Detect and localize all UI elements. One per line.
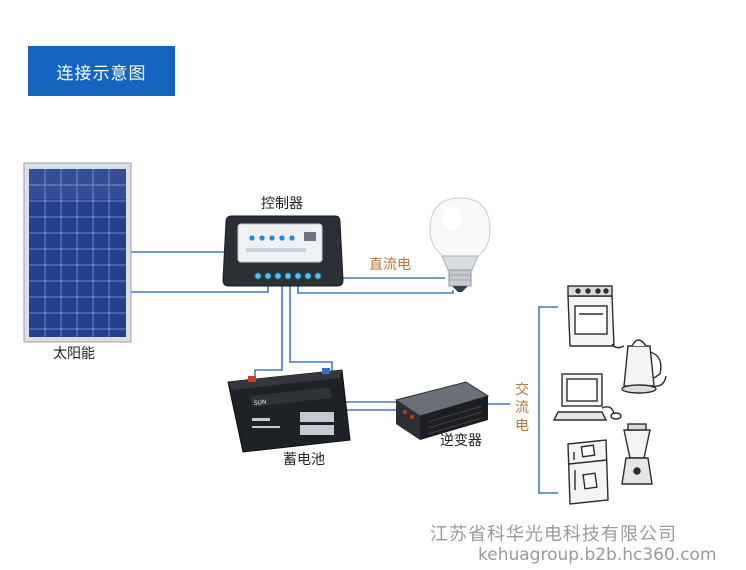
fridge-icon xyxy=(567,439,609,505)
blender-icon xyxy=(621,423,653,485)
wire-controller-battery-1 xyxy=(254,285,283,378)
svg-text:SUN: SUN xyxy=(253,399,266,407)
computer-icon xyxy=(552,373,622,421)
controller-icon xyxy=(222,215,344,287)
wires xyxy=(128,251,558,494)
inverter-label: 逆变器 xyxy=(440,433,482,449)
inverter-icon xyxy=(394,381,490,440)
dc-label: 直流电 xyxy=(369,257,411,273)
page-title-banner: 连接示意图 xyxy=(28,46,175,96)
wire-controller-bulb-2 xyxy=(297,282,454,294)
ac-bus xyxy=(538,306,558,494)
stove-icon xyxy=(567,285,615,347)
solar-label: 太阳能 xyxy=(53,346,95,362)
solar-panel-icon xyxy=(23,162,132,343)
wire-controller-battery-2 xyxy=(289,285,333,372)
kettle-icon xyxy=(611,339,667,394)
bulb-icon xyxy=(429,197,491,292)
watermark-company: 江苏省科华光电科技有限公司 xyxy=(430,524,677,545)
watermark-url: kehuagroup.b2b.hc360.com xyxy=(478,545,717,565)
controller-label: 控制器 xyxy=(261,196,303,212)
battery-icon: SUN xyxy=(227,368,351,453)
battery-label: 蓄电池 xyxy=(283,452,325,468)
page-title: 连接示意图 xyxy=(56,63,147,84)
ac-label: 交流电 xyxy=(515,382,529,434)
